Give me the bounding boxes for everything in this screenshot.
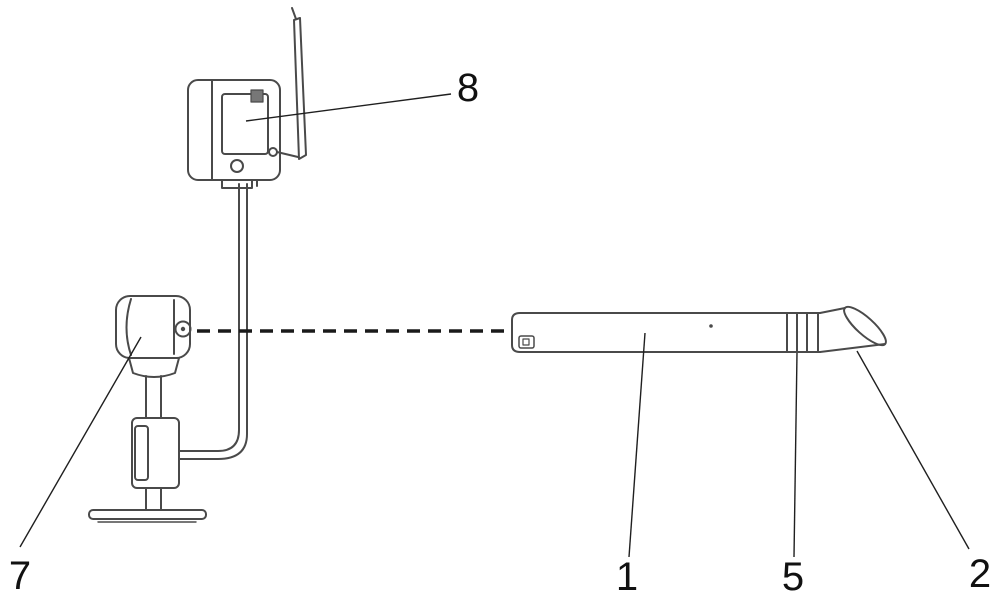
stand-base: [88, 509, 207, 520]
tube-dot: [709, 324, 713, 328]
camera-unit: [88, 295, 207, 523]
stand-junction-box: [131, 417, 180, 489]
tube-nozzle: [819, 305, 887, 353]
antenna-tip: [291, 7, 297, 20]
stand-junction-slot: [134, 425, 149, 481]
label-camera: 7: [9, 554, 31, 598]
tube-bands: [786, 312, 819, 353]
tube-body: [511, 312, 821, 353]
nozzle-bottom-edge: [819, 343, 886, 353]
transmitter-unit: [187, 79, 281, 189]
leader-line-tube: [628, 332, 646, 558]
transmitter-indicator: [250, 89, 264, 103]
tube-endcap-mark: [522, 338, 530, 346]
label-tube: 1: [616, 555, 638, 599]
camera-mount: [128, 357, 180, 378]
leader-line-transmitter: [245, 93, 452, 122]
label-bands: 5: [782, 555, 804, 599]
transmitter-housing: [187, 79, 281, 181]
leader-lines: [19, 93, 970, 558]
cable-inner: [179, 183, 248, 460]
label-transmitter: 8: [457, 66, 479, 110]
camera-body-curve: [125, 298, 132, 356]
transmitter-screen: [221, 93, 269, 155]
leader-line-camera: [19, 336, 142, 548]
camera-lens: [174, 320, 192, 338]
cable: [179, 183, 248, 460]
reference-labels: 8 7 1 5 2: [9, 66, 991, 599]
tube-endcap-detail: [518, 335, 535, 349]
nozzle-top-edge: [819, 307, 846, 314]
leader-line-nozzle: [856, 350, 970, 550]
antenna: [276, 7, 307, 160]
antenna-rod: [293, 17, 307, 160]
cable-outer: [179, 183, 240, 452]
tube-assembly: [511, 305, 887, 353]
leader-line-bands: [793, 352, 798, 558]
antenna-link: [276, 151, 299, 158]
transmitter-foot: [221, 179, 253, 189]
antenna-hinge: [268, 147, 278, 157]
label-nozzle: 2: [969, 552, 991, 596]
transmitter-knob: [230, 159, 244, 173]
nozzle-opening: [843, 305, 887, 347]
camera-lens-center: [180, 326, 186, 332]
